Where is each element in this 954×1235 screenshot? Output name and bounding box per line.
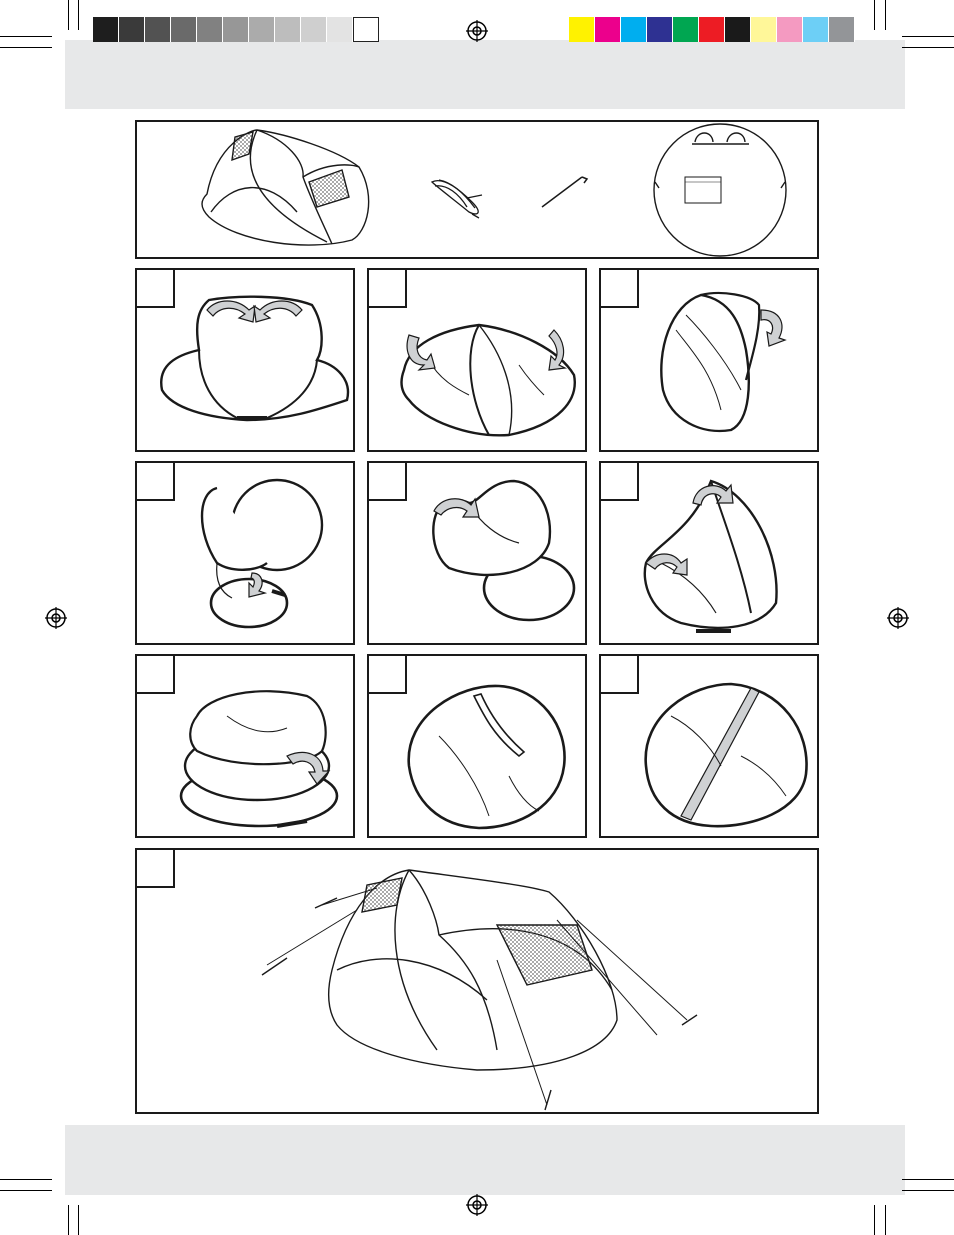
calibration-swatch bbox=[301, 17, 327, 42]
registration-mark-icon bbox=[45, 607, 67, 629]
calibration-swatch bbox=[751, 17, 777, 42]
grayscale-calibration-bar bbox=[93, 17, 379, 42]
crop-mark bbox=[0, 47, 52, 48]
calibration-swatch bbox=[829, 17, 855, 42]
calibration-swatch bbox=[569, 17, 595, 42]
calibration-swatch bbox=[119, 17, 145, 42]
calibration-swatch bbox=[699, 17, 725, 42]
step-panel bbox=[135, 461, 355, 645]
tent-icon bbox=[202, 130, 369, 245]
calibration-swatch bbox=[803, 17, 829, 42]
tent-peg-icon bbox=[542, 177, 587, 207]
step-panel bbox=[135, 654, 355, 838]
step-panel bbox=[599, 461, 819, 645]
calibration-swatch bbox=[249, 17, 275, 42]
pitched-tent-with-guy-lines-icon bbox=[137, 850, 819, 1114]
fold-arches-together-icon bbox=[369, 270, 587, 452]
calibration-swatch bbox=[223, 17, 249, 42]
crop-mark bbox=[885, 0, 886, 30]
registration-mark-icon bbox=[466, 1194, 488, 1216]
step-panel bbox=[367, 654, 587, 838]
rotate-folded-tent-icon bbox=[601, 270, 819, 452]
calibration-swatch bbox=[725, 17, 751, 42]
calibration-swatch bbox=[171, 17, 197, 42]
calibration-swatch bbox=[673, 17, 699, 42]
registration-mark-icon bbox=[466, 20, 488, 42]
crop-mark bbox=[0, 1179, 52, 1180]
guy-ropes-icon bbox=[432, 180, 482, 218]
secure-strap-icon bbox=[369, 656, 587, 838]
crop-mark bbox=[0, 36, 52, 37]
crop-mark bbox=[68, 0, 69, 30]
step-panel bbox=[367, 461, 587, 645]
calibration-swatch bbox=[327, 17, 353, 42]
coil-hoops-icon bbox=[137, 656, 355, 838]
step-panel bbox=[599, 654, 819, 838]
calibration-swatch bbox=[595, 17, 621, 42]
crop-mark bbox=[902, 47, 954, 48]
crop-mark bbox=[902, 36, 954, 37]
calibration-swatch bbox=[777, 17, 803, 42]
step-panel bbox=[367, 268, 587, 452]
crop-mark bbox=[902, 1190, 954, 1191]
carry-bag-icon bbox=[654, 124, 786, 256]
crop-mark bbox=[0, 1190, 52, 1191]
crop-mark bbox=[874, 1205, 875, 1235]
calibration-swatch bbox=[145, 17, 171, 42]
crop-mark bbox=[78, 1205, 79, 1235]
crop-mark bbox=[902, 1179, 954, 1180]
registration-mark-icon bbox=[887, 607, 909, 629]
crop-mark bbox=[68, 1205, 69, 1235]
color-calibration-bar bbox=[569, 17, 855, 42]
contents-panel bbox=[135, 120, 819, 259]
calibration-swatch bbox=[275, 17, 301, 42]
final-panel bbox=[135, 848, 819, 1114]
crop-mark bbox=[885, 1205, 886, 1235]
crop-mark bbox=[874, 0, 875, 30]
bring-hoop-over-icon bbox=[601, 463, 819, 645]
calibration-swatch bbox=[93, 17, 119, 42]
footer-band bbox=[65, 1125, 905, 1195]
step-panel bbox=[599, 268, 819, 452]
calibration-swatch bbox=[647, 17, 673, 42]
fold-hoop-down-icon bbox=[369, 463, 587, 645]
header-band bbox=[65, 40, 905, 109]
crop-mark bbox=[78, 0, 79, 30]
calibration-swatch bbox=[621, 17, 647, 42]
calibration-swatch bbox=[197, 17, 223, 42]
calibration-swatch bbox=[353, 17, 379, 42]
step-panel bbox=[135, 268, 355, 452]
twist-upper-hoop-icon bbox=[137, 463, 355, 645]
strap-closed-bundle-icon bbox=[601, 656, 819, 838]
fold-sides-inward-icon bbox=[137, 270, 355, 452]
